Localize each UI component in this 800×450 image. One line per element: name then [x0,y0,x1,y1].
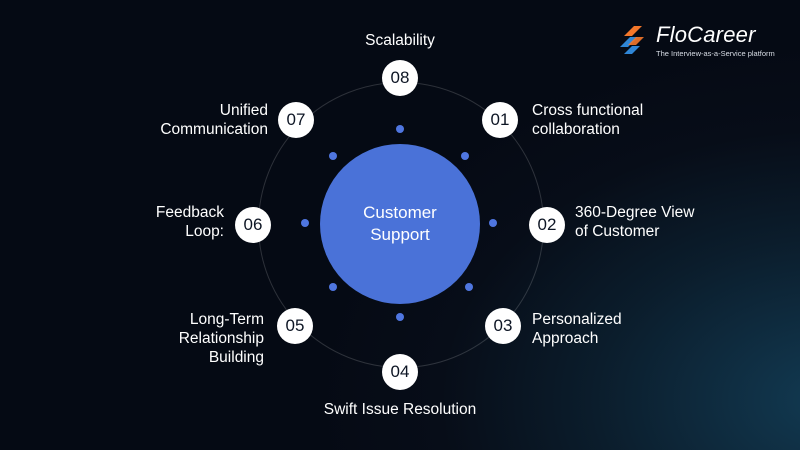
hub-circle: Customer Support [320,144,480,304]
flocareer-logo-icon [620,26,644,54]
number-badge-01: 01 [482,102,518,138]
number-badge-04: 04 [382,354,418,390]
inner-dot [461,152,469,160]
inner-dot [329,152,337,160]
inner-dot [396,125,404,133]
inner-dot [396,313,404,321]
inner-dot [465,283,473,291]
item-label-05: Long-Term Relationship Building [178,311,264,366]
item-label-03: Personalized Approach [532,311,622,347]
number-badge-08: 08 [382,60,418,96]
inner-dot [489,219,497,227]
number-badge-03: 03 [485,308,521,344]
number-badge-05: 05 [277,308,313,344]
number-badge-06: 06 [235,207,271,243]
item-label-04: Swift Issue Resolution [323,401,477,418]
flocareer-logo: FloCareer The Interview-as-a-Service pla… [616,22,786,62]
logo-tagline: The Interview-as-a-Service platform [656,49,775,58]
logo-name: FloCareer [656,22,756,47]
number-badge-02: 02 [529,207,565,243]
inner-dot [329,283,337,291]
hub-label: Customer Support [363,203,437,244]
item-label-01: Cross functional collaboration [532,102,644,138]
item-label-06: Feedback Loop: [155,204,224,240]
inner-dot [301,219,309,227]
item-label-07: Unified Communication [160,102,268,138]
item-label-08: Scalability [365,32,435,49]
item-label-02: 360-Degree View of Customer [575,204,695,240]
number-badge-07: 07 [278,102,314,138]
